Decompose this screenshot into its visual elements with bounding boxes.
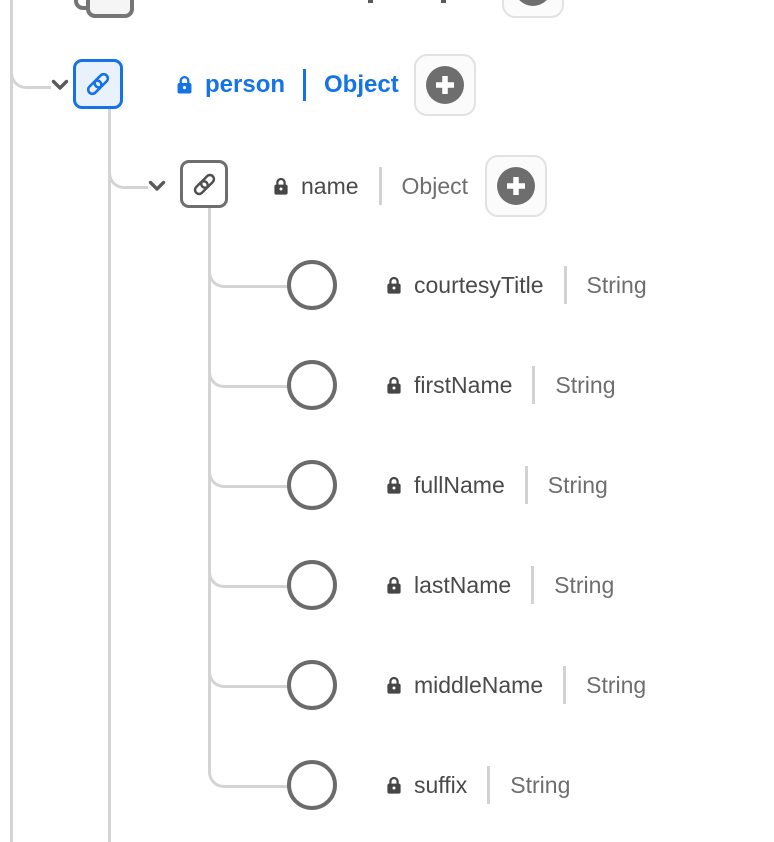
field-branch-line [208, 451, 290, 488]
name-branch-line [108, 156, 148, 189]
root-spine-line [10, 0, 13, 842]
field-branch-line [208, 251, 290, 288]
chevron-down-icon [51, 79, 69, 90]
field-branch-line [208, 751, 290, 788]
link-icon [86, 72, 110, 96]
lock-icon [386, 376, 402, 395]
field-label: lastName [414, 571, 512, 598]
lock-icon [386, 276, 402, 295]
field-type: String [510, 771, 571, 798]
field-node-circle[interactable] [287, 560, 337, 610]
plus-icon [519, 0, 547, 6]
field-label: firstName [414, 371, 513, 398]
field-node-circle[interactable] [287, 460, 337, 510]
field-label: suffix [414, 771, 468, 798]
person-collapse-chevron[interactable] [51, 79, 69, 91]
person-node-icon-box[interactable] [73, 59, 123, 109]
field-type: String [555, 371, 616, 398]
field-branch-line [208, 651, 290, 688]
person-node-row[interactable]: person Object [176, 54, 476, 116]
type-separator [531, 566, 535, 604]
field-branch-line [208, 551, 290, 588]
field-label: middleName [414, 671, 544, 698]
type-separator [487, 766, 491, 804]
field-label: courtesyTitle [414, 271, 544, 298]
field-row[interactable]: suffix String [386, 757, 570, 813]
lock-icon [176, 75, 193, 95]
field-type: String [586, 671, 647, 698]
type-separator [532, 366, 536, 404]
lock-icon [386, 776, 402, 795]
name-node-row[interactable]: name Object [273, 155, 548, 217]
add-field-button[interactable] [502, 0, 564, 18]
node-type: Object [324, 71, 399, 98]
type-separator [378, 167, 382, 205]
type-separator [563, 266, 567, 304]
person-branch-line [10, 56, 51, 89]
clipped-text-remnant [441, 0, 446, 3]
field-row[interactable]: lastName String [386, 557, 614, 613]
stacked-cards-icon [74, 0, 134, 18]
chevron-down-icon [148, 180, 166, 191]
field-type: String [554, 571, 615, 598]
field-row[interactable]: firstName String [386, 357, 616, 413]
person-spine-line [108, 108, 111, 842]
field-branch-line [208, 351, 290, 388]
clipped-text-remnant [368, 0, 373, 3]
lock-icon [386, 476, 402, 495]
name-collapse-chevron[interactable] [148, 180, 166, 192]
name-node-icon-box[interactable] [180, 160, 228, 208]
type-separator [563, 666, 567, 704]
lock-icon [386, 676, 402, 695]
add-field-button[interactable] [485, 155, 548, 217]
field-row[interactable]: courtesyTitle String [386, 257, 647, 313]
field-node-circle[interactable] [287, 660, 337, 710]
clipped-root-node-icon[interactable] [72, 0, 136, 20]
node-label: name [301, 172, 359, 199]
plus-icon [425, 66, 464, 104]
field-node-circle[interactable] [287, 360, 337, 410]
add-field-button[interactable] [413, 54, 476, 116]
plus-icon [497, 167, 536, 205]
field-row[interactable]: fullName String [386, 457, 608, 513]
field-label: fullName [414, 471, 505, 498]
field-type: String [547, 471, 608, 498]
node-label: person [205, 71, 286, 98]
lock-icon [386, 576, 402, 595]
type-separator [524, 466, 528, 504]
lock-icon [273, 177, 289, 196]
field-type: String [586, 271, 647, 298]
type-separator [303, 69, 307, 101]
node-type: Object [401, 172, 469, 199]
field-row[interactable]: middleName String [386, 657, 646, 713]
field-node-circle[interactable] [287, 760, 337, 810]
link-icon [193, 173, 215, 195]
field-node-circle[interactable] [287, 260, 337, 310]
